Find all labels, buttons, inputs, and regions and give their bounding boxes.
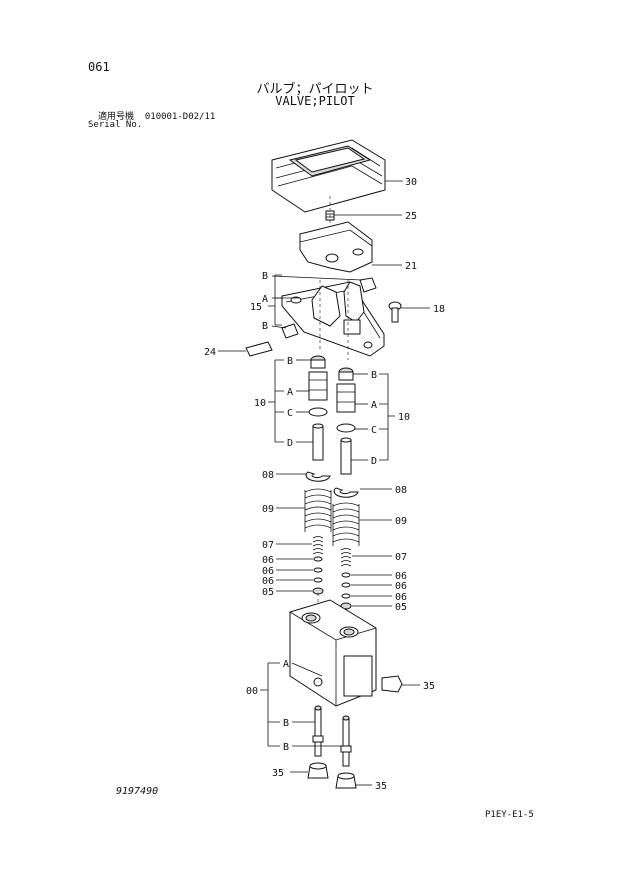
part-30-boot bbox=[271, 139, 403, 213]
callout-35: 35 bbox=[375, 781, 387, 792]
label-A: A bbox=[283, 659, 289, 670]
callout-18: 18 bbox=[433, 304, 445, 315]
callout-09: 09 bbox=[262, 504, 274, 515]
callout-08: 08 bbox=[395, 485, 407, 496]
part-24-pin bbox=[218, 341, 273, 357]
label-B: B bbox=[287, 356, 293, 367]
serial-range: 010001-D02/11 bbox=[144, 112, 216, 122]
callout-10: 10 bbox=[254, 398, 266, 409]
reference-code: P1EY-E1-5 bbox=[485, 810, 534, 820]
callout-06: 06 bbox=[262, 576, 274, 587]
label-D: D bbox=[371, 456, 377, 467]
callout-30: 30 bbox=[405, 177, 417, 188]
part-06-shims-right bbox=[341, 572, 392, 599]
label-C: C bbox=[371, 425, 377, 436]
label-B: B bbox=[283, 718, 289, 729]
part-07-spring-right bbox=[340, 548, 392, 567]
label-A: A bbox=[287, 387, 293, 398]
part-35-plug-bottom-right bbox=[335, 772, 372, 789]
part-10-plunger-left bbox=[308, 355, 328, 461]
callout-25: 25 bbox=[405, 211, 417, 222]
part-07-spring-left bbox=[276, 536, 324, 555]
serial-label-english: Serial No. bbox=[88, 120, 143, 130]
page-title-english: VALVE;PILOT bbox=[275, 94, 355, 108]
page-title-japanese: バルブ；パイロット bbox=[256, 82, 374, 97]
page-number: 061 bbox=[88, 60, 110, 74]
label-A: A bbox=[262, 294, 268, 305]
part-08-washer-right bbox=[333, 487, 392, 498]
label-B: B bbox=[262, 271, 268, 282]
callout-05: 05 bbox=[262, 587, 274, 598]
label-C: C bbox=[287, 408, 293, 419]
part-18-bolt bbox=[388, 301, 430, 323]
label-B: B bbox=[371, 370, 377, 381]
part-06-shims-left bbox=[276, 556, 323, 583]
callout-06: 06 bbox=[262, 566, 274, 577]
callout-07: 07 bbox=[395, 552, 407, 563]
part-00-pushrod-left bbox=[312, 705, 324, 757]
part-35-plug-bottom-left bbox=[290, 762, 329, 779]
callout-35: 35 bbox=[423, 681, 435, 692]
part-00-casing bbox=[289, 599, 377, 707]
callout-00: 00 bbox=[246, 686, 258, 697]
callout-05: 05 bbox=[395, 602, 407, 613]
callout-06: 06 bbox=[395, 571, 407, 582]
callout-07: 07 bbox=[262, 540, 274, 551]
callout-06: 06 bbox=[262, 555, 274, 566]
label-A: A bbox=[371, 400, 377, 411]
callout-06: 06 bbox=[395, 592, 407, 603]
serial-label-japanese: 適用号機 bbox=[98, 112, 135, 122]
callout-10: 10 bbox=[398, 412, 410, 423]
label-B: B bbox=[283, 742, 289, 753]
label-B: B bbox=[262, 321, 268, 332]
callout-24: 24 bbox=[204, 347, 216, 358]
part-08-washer-left bbox=[276, 471, 331, 482]
callout-08: 08 bbox=[262, 470, 274, 481]
callout-21: 21 bbox=[405, 261, 417, 272]
label-D: D bbox=[287, 438, 293, 449]
serial-applicability: 適用号機 010001-D02/11 bbox=[98, 109, 215, 122]
part-15-cam-assembly bbox=[281, 277, 385, 360]
callout-35: 35 bbox=[272, 768, 284, 779]
bracket-00 bbox=[260, 662, 280, 747]
part-35-plug-right bbox=[381, 675, 420, 693]
part-09-spring-left bbox=[276, 488, 332, 532]
callout-06: 06 bbox=[395, 581, 407, 592]
part-10-plunger-right bbox=[336, 367, 356, 475]
bracket-10-right bbox=[379, 373, 395, 461]
document-code: 9197490 bbox=[116, 786, 159, 797]
bracket-15 bbox=[268, 274, 282, 326]
bracket-10-left bbox=[268, 359, 284, 443]
callout-09: 09 bbox=[395, 516, 407, 527]
part-00-pushrod-right bbox=[340, 715, 352, 767]
part-09-spring-right bbox=[332, 502, 392, 546]
callout-15: 15 bbox=[250, 302, 262, 313]
part-21-plate bbox=[299, 221, 402, 273]
